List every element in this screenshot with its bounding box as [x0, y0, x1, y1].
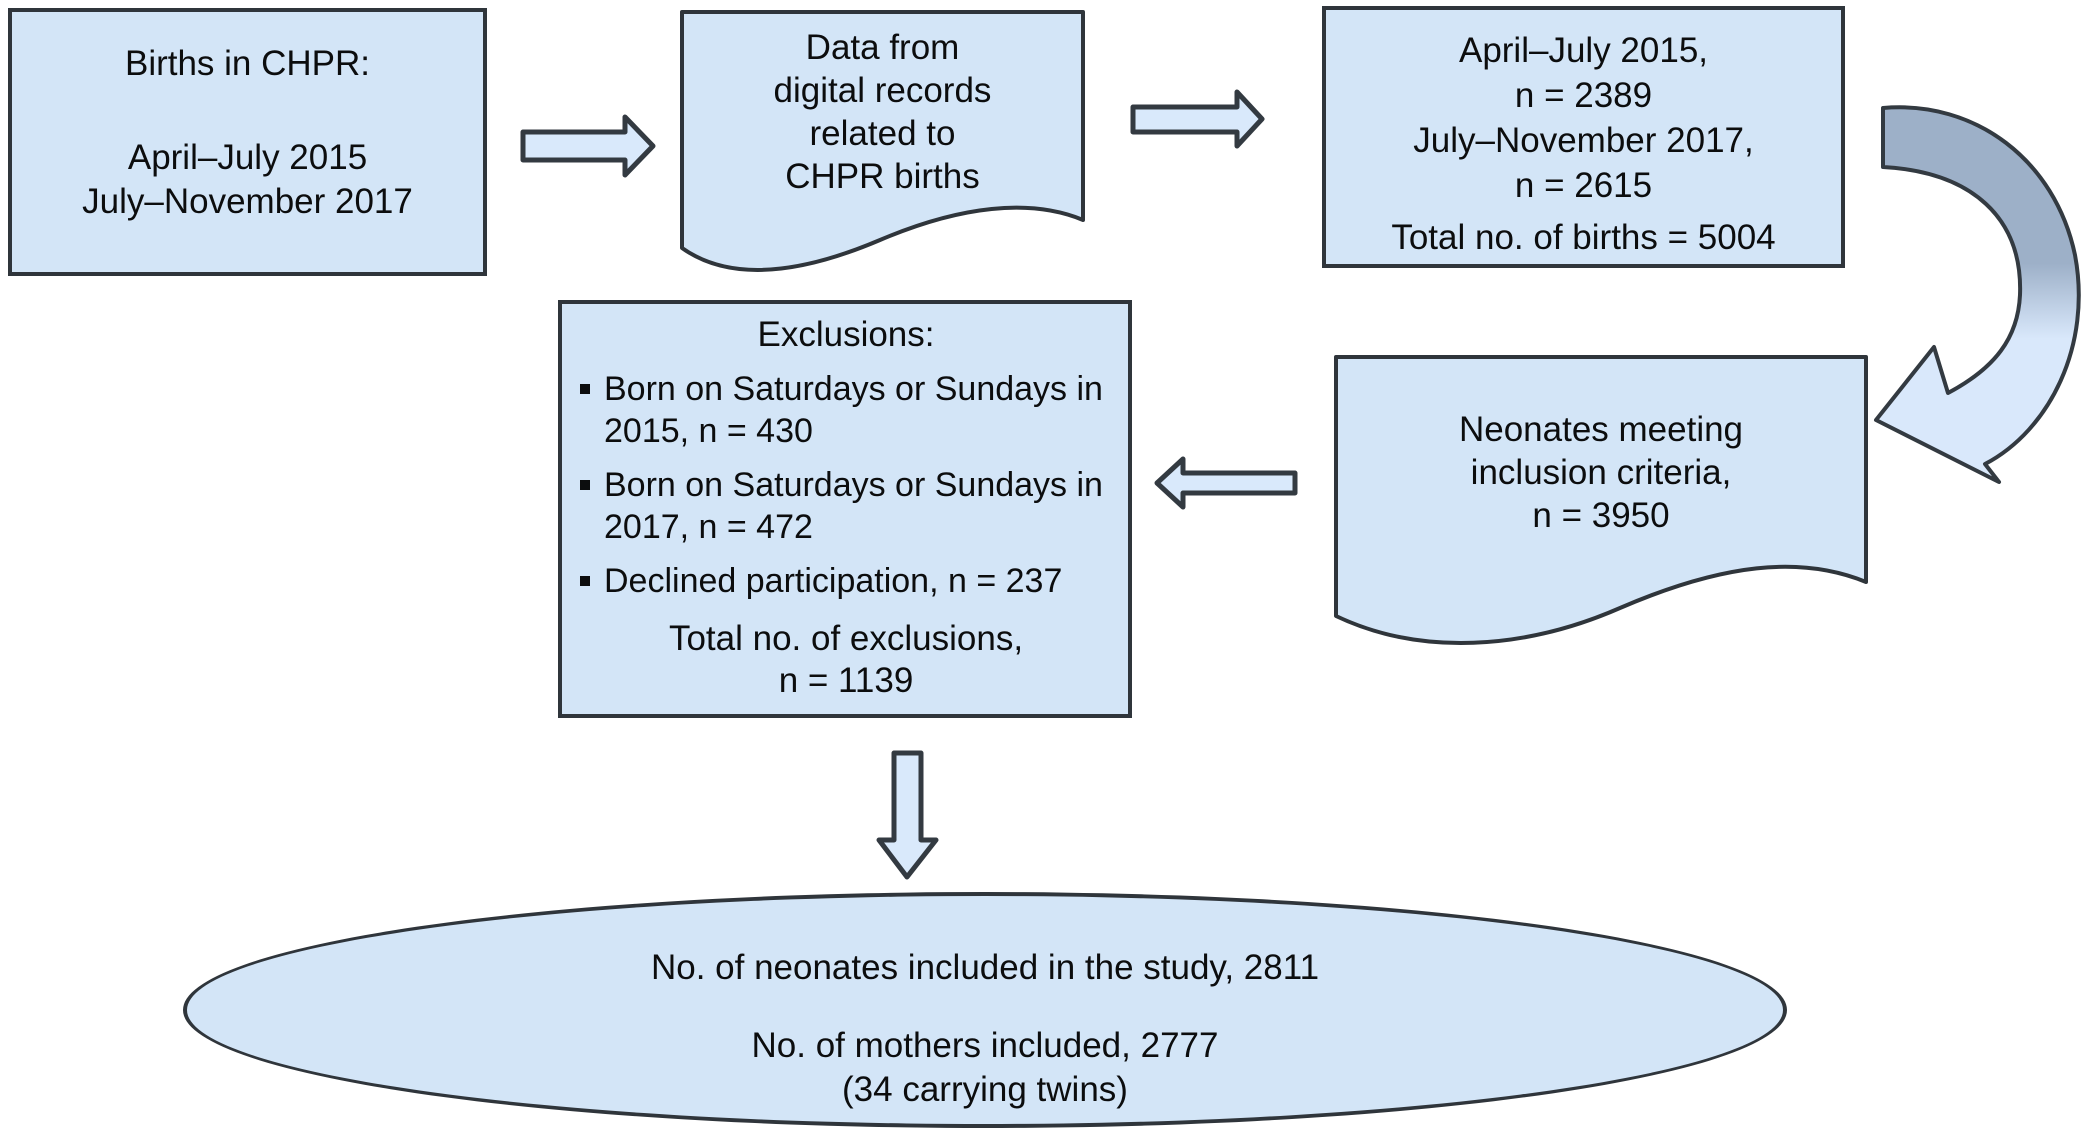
exclusions-total-line-2: n = 1139	[778, 661, 914, 700]
counts-period-2: July–November 2017,	[1413, 121, 1754, 160]
counts-n-1: n = 2389	[1514, 76, 1653, 115]
records-line-3: related to	[809, 114, 956, 153]
bullet-square-icon	[580, 384, 590, 394]
counts-total: Total no. of births = 5004	[1391, 218, 1776, 257]
records-line-2: digital records	[773, 71, 992, 110]
inclusion-line-3: n = 3950	[1532, 496, 1670, 535]
counts-period-1: April–July 2015,	[1458, 31, 1709, 70]
inclusion-line-2: inclusion criteria,	[1470, 453, 1732, 492]
exclusion-item: Declined participation, n = 237	[578, 560, 1114, 602]
exclusion-item-text: Born on Saturdays or Sundays in 2015, n …	[604, 370, 1103, 450]
exclusions-total: Total no. of exclusions, n = 1139	[578, 618, 1114, 702]
result-twins: (34 carrying twins)	[842, 1070, 1128, 1109]
arrow-right-births-to-records	[520, 114, 656, 178]
arrow-right-records-to-counts	[1130, 89, 1265, 149]
result-mothers: No. of mothers included, 2777	[751, 1026, 1219, 1065]
bullet-square-icon	[580, 480, 590, 490]
arrow-down-exclusions-to-result	[876, 750, 939, 880]
exclusion-item: Born on Saturdays or Sundays in 2017, n …	[578, 464, 1114, 548]
exclusion-item-text: Declined participation, n = 237	[604, 562, 1063, 600]
inclusion-line-1: Neonates meeting	[1458, 410, 1744, 449]
document-shape-inclusion	[1334, 355, 1868, 645]
bullet-square-icon	[580, 576, 590, 586]
births-box: Births in CHPR: April–July 2015 July–Nov…	[8, 8, 487, 276]
births-box-title: Births in CHPR:	[124, 44, 371, 83]
exclusions-total-line-1: Total no. of exclusions,	[668, 619, 1024, 658]
result-neonates: No. of neonates included in the study, 2…	[650, 948, 1320, 987]
arrow-left-inclusion-to-exclusions	[1154, 456, 1298, 510]
document-shape-records	[680, 10, 1085, 272]
records-doc-text: Data from digital records related to CHP…	[682, 26, 1083, 198]
exclusion-item: Born on Saturdays or Sundays in 2015, n …	[578, 368, 1114, 452]
births-period-2: July–November 2017	[82, 182, 413, 221]
exclusion-item-text: Born on Saturdays or Sundays in 2017, n …	[604, 466, 1103, 546]
exclusions-title: Exclusions:	[757, 315, 935, 354]
births-period-1: April–July 2015	[127, 138, 368, 177]
exclusions-box: Exclusions: Born on Saturdays or Sundays…	[558, 300, 1132, 718]
inclusion-doc-text: Neonates meeting inclusion criteria, n =…	[1336, 408, 1866, 537]
counts-n-2: n = 2615	[1514, 166, 1653, 205]
counts-box: April–July 2015, n = 2389 July–November …	[1322, 6, 1845, 268]
records-line-1: Data from	[805, 28, 960, 67]
records-line-4: CHPR births	[785, 157, 980, 196]
result-ellipse: No. of neonates included in the study, 2…	[183, 892, 1787, 1128]
curved-arrow-counts-to-inclusion	[1874, 105, 2081, 484]
